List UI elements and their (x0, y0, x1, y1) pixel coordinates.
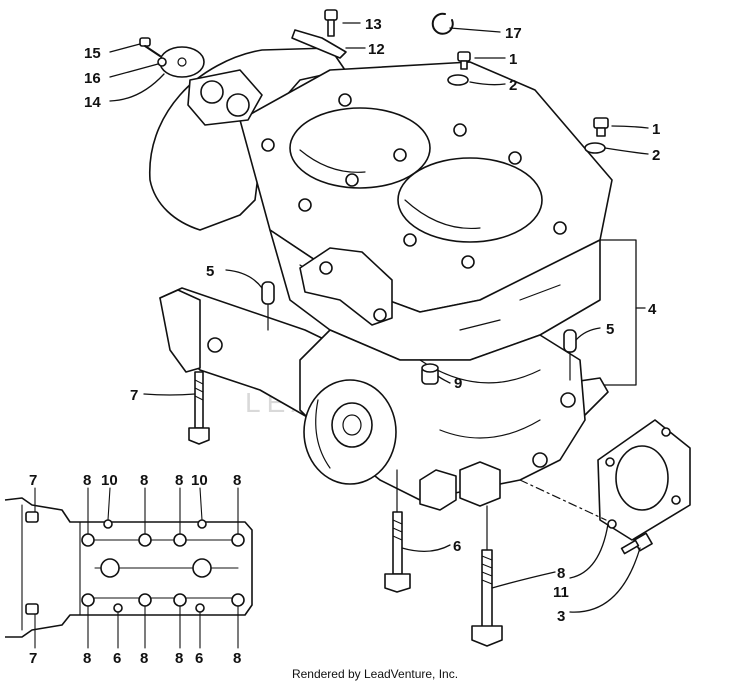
bolt-long (471, 505, 503, 647)
bracket-12 (291, 29, 347, 59)
plate-screw (620, 532, 653, 555)
callout-2-top: 2 (509, 77, 517, 94)
callout-7: 7 (130, 387, 138, 404)
callout-1-right: 1 (652, 121, 660, 138)
snap-ring-17 (431, 12, 454, 35)
inset-top-label: 10 (101, 472, 118, 489)
lower-crankcase (159, 287, 609, 511)
plug-1-right (593, 117, 609, 137)
bolt-center (384, 469, 411, 593)
inset-top-label: 7 (29, 472, 37, 489)
screw-15 (139, 37, 161, 57)
washer-2-right (584, 142, 606, 154)
gasket-plate (519, 419, 691, 541)
callout-2-right: 2 (652, 147, 660, 164)
callout-14: 14 (84, 94, 101, 111)
inset-top-label: 8 (83, 472, 91, 489)
callout-12: 12 (368, 41, 385, 58)
callout-17: 17 (505, 25, 522, 42)
inset-bottom-label: 8 (140, 650, 148, 667)
callout-5-left: 5 (206, 263, 214, 280)
inset-top-label: 8 (140, 472, 148, 489)
inset-bottom-label: 8 (83, 650, 91, 667)
bolt-pattern-inset: 7 8 10 8 8 10 8 7 8 6 8 8 6 8 (4, 472, 253, 667)
inset-top-label: 10 (191, 472, 208, 489)
bushing (421, 363, 439, 385)
inset-bottom-label: 8 (233, 650, 241, 667)
callout-6: 6 (453, 538, 461, 555)
inset-bottom-label: 6 (113, 650, 121, 667)
dowel-pin-left (261, 281, 275, 331)
callout-11: 11 (553, 584, 569, 601)
callout-4: 4 (648, 301, 657, 318)
render-credit: Rendered by LeadVenture, Inc. (291, 667, 459, 681)
callout-9: 9 (454, 375, 462, 392)
callout-13: 13 (365, 16, 382, 33)
leader-lines (109, 22, 649, 613)
inset-bottom-label: 6 (195, 650, 203, 667)
dowel-pin-right (563, 329, 577, 381)
callout-3: 3 (557, 608, 565, 625)
washer-16 (157, 57, 167, 67)
inset-bottom-label: 8 (175, 650, 183, 667)
callout-1-top: 1 (509, 51, 517, 68)
inset-top-label: 8 (175, 472, 183, 489)
callout-5-right: 5 (606, 321, 614, 338)
callout-labels: 13 12 17 1 2 1 2 15 16 14 4 5 5 9 7 6 8 … (84, 16, 660, 625)
plug-1-top (457, 51, 471, 70)
top-bolt-13 (324, 9, 338, 37)
upper-crankcase (148, 46, 646, 386)
callout-15: 15 (84, 45, 101, 62)
washer-2-top (447, 74, 469, 86)
inset-bottom-label: 7 (29, 650, 37, 667)
callout-16: 16 (84, 70, 101, 87)
bolt-left (188, 371, 210, 445)
callout-8: 8 (557, 565, 565, 582)
inset-top-label: 8 (233, 472, 241, 489)
